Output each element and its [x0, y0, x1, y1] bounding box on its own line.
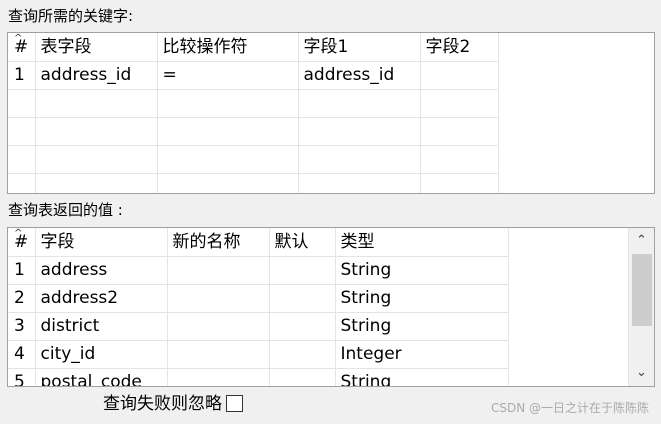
table-row[interactable]: 3 district String [8, 312, 509, 341]
new-name-cell[interactable] [167, 340, 270, 369]
column-header-field2[interactable]: 字段2 [420, 33, 499, 62]
table-row-empty[interactable] [8, 89, 499, 118]
row-index: 2 [8, 284, 36, 313]
new-name-cell[interactable] [167, 312, 270, 341]
field2-cell[interactable] [420, 61, 499, 90]
default-cell[interactable] [269, 368, 336, 386]
type-cell[interactable]: String [335, 284, 509, 313]
column-header-default[interactable]: 默认 [269, 228, 336, 257]
column-header-field[interactable]: 字段 [35, 228, 168, 257]
table-row-empty[interactable] [8, 117, 499, 146]
lookup-keys-label: 查询所需的关键字: [8, 7, 134, 25]
fail-ignore-checkbox[interactable] [226, 395, 243, 412]
table-row[interactable]: 1 address_id = address_id [8, 61, 499, 90]
new-name-cell[interactable] [167, 368, 270, 386]
scrollbar-thumb[interactable] [632, 254, 652, 326]
row-index: 4 [8, 340, 36, 369]
chevron-down-icon[interactable]: ⌄ [636, 365, 647, 380]
fail-ignore-option: 查询失败则忽略 [103, 394, 243, 414]
table-row-empty[interactable] [8, 145, 499, 174]
column-header-operator[interactable]: 比较操作符 [157, 33, 299, 62]
default-cell[interactable] [269, 256, 336, 285]
new-name-cell[interactable] [167, 256, 270, 285]
default-cell[interactable] [269, 284, 336, 313]
table-row[interactable]: 5 postal_code String [8, 368, 509, 386]
row-index: 3 [8, 312, 36, 341]
field-cell[interactable]: address [35, 256, 168, 285]
type-cell[interactable]: String [335, 312, 509, 341]
table-row[interactable]: 4 city_id Integer [8, 340, 509, 369]
chevron-up-icon[interactable]: ⌃ [636, 233, 647, 248]
table-row-empty[interactable] [8, 173, 499, 193]
return-values-label: 查询表返回的值 : [8, 201, 123, 219]
new-name-cell[interactable] [167, 284, 270, 313]
type-cell[interactable]: String [335, 256, 509, 285]
default-cell[interactable] [269, 340, 336, 369]
column-header-field1[interactable]: 字段1 [298, 33, 421, 62]
table-row[interactable]: 2 address2 String [8, 284, 509, 313]
row-index: 1 [8, 61, 36, 90]
return-values-table: # 字段 新的名称 默认 类型 1 address String 2 addre… [8, 228, 509, 386]
field-cell[interactable]: postal_code [35, 368, 168, 386]
operator-cell[interactable]: = [157, 61, 299, 90]
sort-caret-icon[interactable]: ^ [14, 228, 23, 239]
return-values-header-row: # 字段 新的名称 默认 类型 [8, 228, 509, 257]
field-cell[interactable]: district [35, 312, 168, 341]
column-header-index[interactable]: # [8, 33, 36, 62]
row-index: 5 [8, 368, 36, 386]
fail-ignore-label: 查询失败则忽略 [103, 394, 222, 414]
lookup-keys-header-row: # 表字段 比较操作符 字段1 字段2 [8, 33, 499, 62]
column-header-table-field[interactable]: 表字段 [35, 33, 158, 62]
table-field-cell[interactable]: address_id [35, 61, 158, 90]
return-values-grid[interactable]: ^ # 字段 新的名称 默认 类型 1 address String 2 [7, 227, 655, 387]
field1-cell[interactable]: address_id [298, 61, 421, 90]
watermark-text: CSDN @一日之计在于陈陈陈 [490, 401, 649, 415]
column-header-index[interactable]: # [8, 228, 36, 257]
lookup-keys-grid[interactable]: ^ # 表字段 比较操作符 字段1 字段2 1 address_id = add… [7, 32, 655, 194]
row-index: 1 [8, 256, 36, 285]
default-cell[interactable] [269, 312, 336, 341]
type-cell[interactable]: String [335, 368, 509, 386]
sort-caret-icon[interactable]: ^ [14, 33, 23, 44]
table-row[interactable]: 1 address String [8, 256, 509, 285]
type-cell[interactable]: Integer [335, 340, 509, 369]
field-cell[interactable]: address2 [35, 284, 168, 313]
field-cell[interactable]: city_id [35, 340, 168, 369]
column-header-type[interactable]: 类型 [335, 228, 509, 257]
column-header-new-name[interactable]: 新的名称 [167, 228, 270, 257]
lookup-keys-table: # 表字段 比较操作符 字段1 字段2 1 address_id = addre… [8, 33, 499, 193]
vertical-scrollbar[interactable]: ⌃ ⌄ [628, 228, 654, 386]
